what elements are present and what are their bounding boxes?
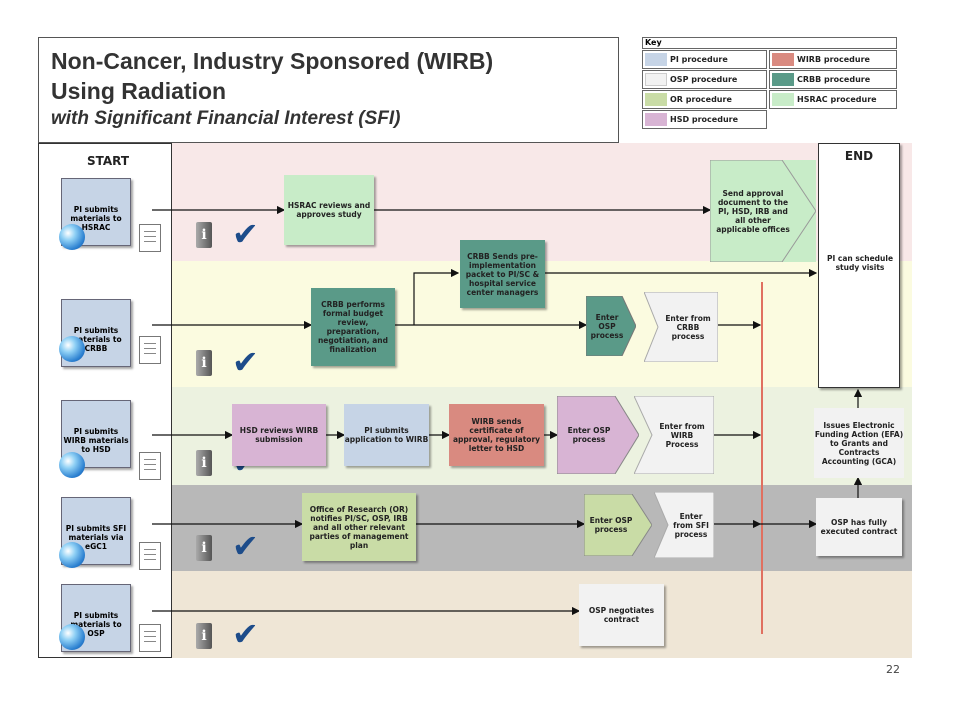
key-item-wirb: WIRB procedure bbox=[769, 50, 897, 69]
enter-osp-1-shape bbox=[586, 296, 636, 356]
enter-osp-2-box: Enter OSP process bbox=[557, 396, 639, 474]
info-icon: i bbox=[196, 623, 212, 649]
globe-icon bbox=[59, 624, 85, 650]
globe-icon bbox=[59, 542, 85, 568]
key-swatch-or bbox=[645, 93, 667, 106]
key-title: Key bbox=[642, 37, 897, 49]
enter-osp-3-shape bbox=[584, 494, 652, 556]
send-approval-shape bbox=[710, 160, 816, 262]
enter-osp-2-shape bbox=[557, 396, 639, 474]
info-icon: i bbox=[196, 350, 212, 376]
enter-from-sfi-shape bbox=[654, 492, 714, 558]
document-icon bbox=[139, 542, 161, 570]
enter-osp-2-text: Enter OSP process bbox=[567, 426, 611, 444]
key-label-osp: OSP procedure bbox=[670, 75, 738, 84]
enter-from-wirb-shape bbox=[634, 396, 714, 474]
globe-icon bbox=[59, 336, 85, 362]
crbb-performs-box: CRBB performs formal budget review, prep… bbox=[311, 288, 395, 366]
crbb-sends-box: CRBB Sends pre-implementation packet to … bbox=[460, 240, 545, 308]
send-approval-box: Send approval document to the PI, HSD, I… bbox=[710, 160, 816, 262]
page-number: 22 bbox=[886, 663, 900, 676]
key-item-hsrac: HSRAC procedure bbox=[769, 90, 897, 109]
key-swatch-wirb bbox=[772, 53, 794, 66]
enter-osp-1-box: Enter OSP process bbox=[586, 296, 636, 356]
diagram-title: Non-Cancer, Industry Sponsored (WIRB) Us… bbox=[51, 46, 493, 106]
lane-osp bbox=[172, 571, 912, 658]
key-item-osp: OSP procedure bbox=[642, 70, 767, 89]
document-icon bbox=[139, 224, 161, 252]
key-swatch-hsd bbox=[645, 113, 667, 126]
key-swatch-crbb bbox=[772, 73, 794, 86]
pi-submits-app-box: PI submits application to WIRB bbox=[344, 404, 429, 466]
pi-schedule-text: PI can schedule study visits bbox=[826, 254, 894, 272]
enter-from-crbb-box: Enter from CRBB process bbox=[644, 292, 718, 362]
key-label-wirb: WIRB procedure bbox=[797, 55, 870, 64]
hsrac-review-box: HSRAC reviews and approves study bbox=[284, 175, 374, 245]
send-approval-text: Send approval document to the PI, HSD, I… bbox=[716, 188, 790, 234]
checkmark-icon: ✔ bbox=[232, 527, 259, 565]
start-box-hsrac: PI submits materials to HSRAC bbox=[61, 178, 131, 246]
key-label-pi: PI procedure bbox=[670, 55, 728, 64]
checkmark-icon: ✔ bbox=[232, 215, 259, 253]
key-label-or: OR procedure bbox=[670, 95, 732, 104]
start-column: START PI submits materials to HSRAC PI s… bbox=[38, 143, 172, 658]
title-box: Non-Cancer, Industry Sponsored (WIRB) Us… bbox=[38, 37, 619, 143]
enter-from-sfi-text: Enter from SFI process bbox=[673, 511, 709, 539]
legend-key: Key PI procedure OSP procedure OR proced… bbox=[642, 37, 897, 132]
or-notifies-box: Office of Research (OR) notifies PI/SC, … bbox=[302, 493, 416, 561]
checkmark-icon: ✔ bbox=[232, 343, 259, 381]
info-icon: i bbox=[196, 535, 212, 561]
key-label-crbb: CRBB procedure bbox=[797, 75, 871, 84]
document-icon bbox=[139, 452, 161, 480]
key-item-hsd: HSD procedure bbox=[642, 110, 767, 129]
key-label-hsd: HSD procedure bbox=[670, 115, 739, 124]
enter-osp-1-text: Enter OSP process bbox=[590, 312, 624, 340]
key-item-or: OR procedure bbox=[642, 90, 767, 109]
title-line-2: Using Radiation bbox=[51, 78, 227, 104]
key-item-crbb: CRBB procedure bbox=[769, 70, 897, 89]
enter-from-sfi-box: Enter from SFI process bbox=[654, 492, 714, 558]
wirb-sends-box: WIRB sends certificate of approval, regu… bbox=[449, 404, 544, 466]
key-swatch-hsrac bbox=[772, 93, 794, 106]
start-label: START bbox=[87, 154, 130, 168]
key-label-hsrac: HSRAC procedure bbox=[797, 95, 877, 104]
checkmark-icon: ✔ bbox=[232, 615, 259, 653]
diagram-subtitle: with Significant Financial Interest (SFI… bbox=[51, 108, 401, 129]
enter-from-crbb-shape bbox=[644, 292, 718, 362]
efa-box: Issues Electronic Funding Action (EFA) t… bbox=[814, 408, 904, 478]
hsd-reviews-box: HSD reviews WIRB submission bbox=[232, 404, 326, 466]
globe-icon bbox=[59, 452, 85, 478]
enter-from-wirb-box: Enter from WIRB Process bbox=[634, 396, 714, 474]
info-icon: i bbox=[196, 450, 212, 476]
osp-negotiates-box: OSP negotiates contract bbox=[579, 584, 664, 646]
end-box: END PI can schedule study visits bbox=[818, 143, 900, 388]
title-line-1: Non-Cancer, Industry Sponsored (WIRB) bbox=[51, 48, 494, 74]
info-icon: i bbox=[196, 222, 212, 248]
enter-from-wirb-text: Enter from WIRB Process bbox=[659, 421, 705, 449]
globe-icon bbox=[59, 224, 85, 250]
enter-osp-3-box: Enter OSP process bbox=[584, 494, 652, 556]
document-icon bbox=[139, 624, 161, 652]
key-swatch-pi bbox=[645, 53, 667, 66]
end-label: END bbox=[844, 149, 874, 163]
key-swatch-osp bbox=[645, 73, 667, 86]
osp-contract-box: OSP has fully executed contract bbox=[816, 498, 902, 556]
document-icon bbox=[139, 336, 161, 364]
enter-from-crbb-text: Enter from CRBB process bbox=[665, 313, 711, 341]
key-item-pi: PI procedure bbox=[642, 50, 767, 69]
enter-osp-3-text: Enter OSP process bbox=[589, 516, 633, 534]
